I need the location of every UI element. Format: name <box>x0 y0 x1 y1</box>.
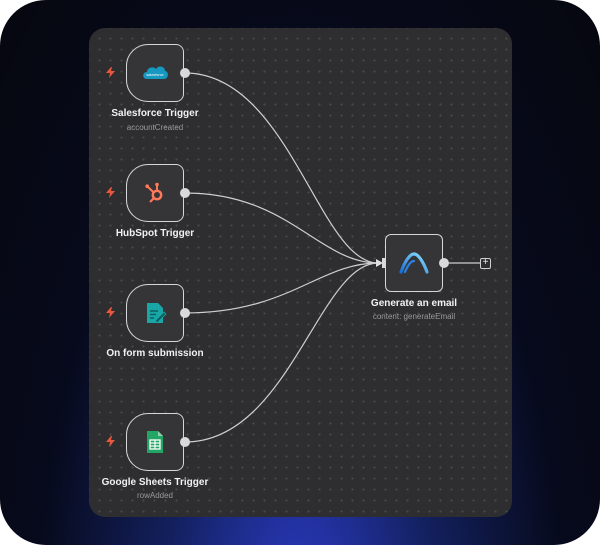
salesforce-cloud-icon: salesforce <box>143 66 168 79</box>
connection-sheets-to-generate[interactable] <box>184 262 379 443</box>
lightning-bolt-icon <box>106 436 115 447</box>
input-arrow-icon <box>376 259 383 267</box>
ai-logo-icon <box>399 252 429 274</box>
lightning-bolt-icon <box>106 67 115 78</box>
hubspot-output-port[interactable] <box>180 188 190 198</box>
hubspot-trigger-title: HubSpot Trigger <box>115 228 195 239</box>
salesforce-trigger-title: Salesforce Trigger <box>111 108 199 119</box>
form-submission-title: On form submission <box>106 348 204 359</box>
input-port[interactable] <box>382 258 385 268</box>
google-sheets-trigger-subtitle: rowAdded <box>136 491 174 500</box>
hubspot-trigger-node[interactable] <box>126 164 184 222</box>
connection-salesforce-to-generate[interactable] <box>184 72 379 264</box>
form-submission-node[interactable] <box>126 284 184 342</box>
google-sheets-trigger-node[interactable] <box>126 413 184 471</box>
svg-text:salesforce: salesforce <box>146 73 163 77</box>
google-sheets-trigger-title: Google Sheets Trigger <box>101 477 209 488</box>
google-sheets-icon <box>147 431 163 453</box>
connections-layer <box>184 72 480 443</box>
form-edit-icon <box>147 303 167 324</box>
workflow-canvas[interactable]: salesforce Salesforce Trigger accountCre… <box>89 28 512 517</box>
add-node-button[interactable]: + <box>480 258 491 269</box>
generate-email-node[interactable] <box>385 234 443 292</box>
generate-output-port[interactable] <box>439 258 449 268</box>
salesforce-trigger-subtitle: accountCreated <box>126 123 184 132</box>
sheets-output-port[interactable] <box>180 437 190 447</box>
generate-email-subtitle: content: generateEmail <box>372 312 456 321</box>
lightning-bolt-icon <box>106 187 115 198</box>
form-output-port[interactable] <box>180 308 190 318</box>
salesforce-output-port[interactable] <box>180 68 190 78</box>
connection-form-to-generate[interactable] <box>184 262 379 314</box>
hubspot-icon <box>145 182 163 203</box>
generate-email-title: Generate an email <box>370 298 458 309</box>
lightning-bolt-icon <box>106 307 115 318</box>
connection-hubspot-to-generate[interactable] <box>184 192 379 264</box>
salesforce-trigger-node[interactable]: salesforce <box>126 44 184 102</box>
